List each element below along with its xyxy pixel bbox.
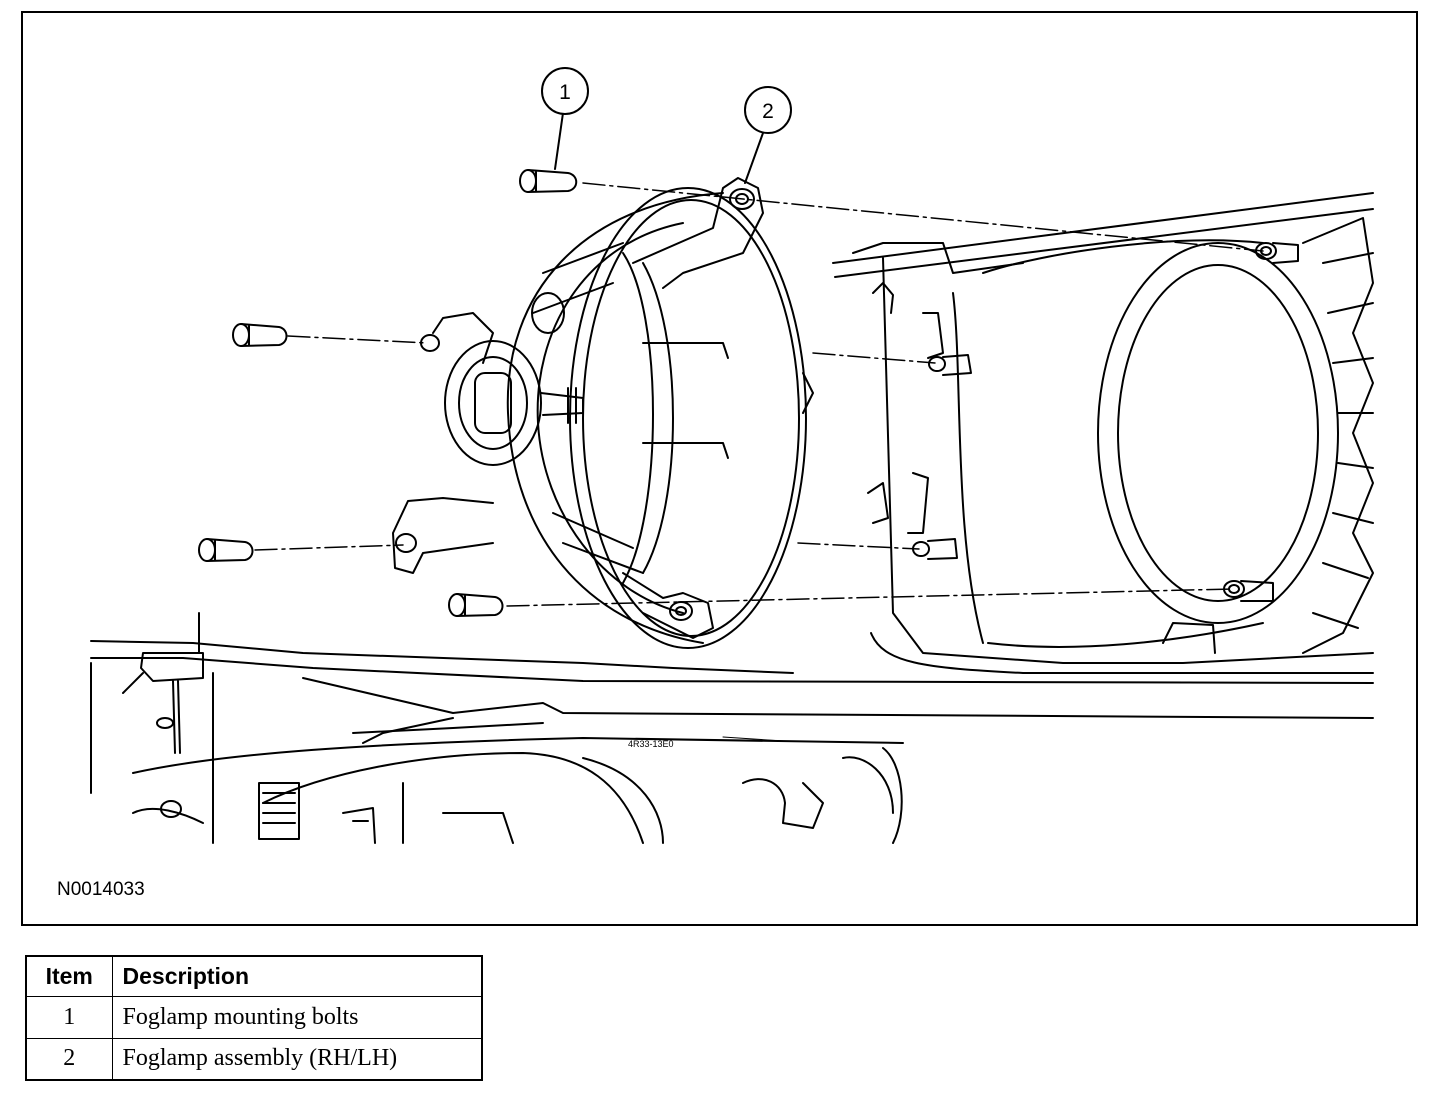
mounting-bolt-top [519,169,578,193]
callout-2-label: 2 [762,100,774,123]
callout-1: 1 [541,67,589,170]
legend-header-row: Item Description [25,955,483,997]
part-stamp: 4R33-13E0 [628,739,674,749]
mounting-bolt-lower-left [198,538,254,562]
legend-row: 2 Foglamp assembly (RH/LH) [25,1037,483,1081]
legend-item-number: 1 [25,995,113,1039]
legend-item-description: Foglamp assembly (RH/LH) [111,1037,483,1081]
legend-header-description: Description [111,955,483,997]
alignment-lines [254,182,1264,607]
legend-row: 1 Foglamp mounting bolts [25,995,483,1039]
legend-item-number: 2 [25,1037,113,1081]
mounting-bolt-upper-left [232,323,288,347]
legend-table: Item Description 1 Foglamp mounting bolt… [25,955,483,1081]
foglamp-assembly [392,177,814,649]
figure-id-label: N0014033 [57,879,145,900]
foglamp-illustration: 1 2 4R33-13E0 [90,67,1374,844]
bumper-housing [832,192,1374,674]
callout-2: 2 [744,86,792,184]
front-fascia [90,612,1374,844]
diagram-frame: 1 2 4R33-13E0 N0014033 [21,11,1418,926]
callout-1-label: 1 [559,81,571,104]
mounting-bolt-bottom [448,593,504,617]
legend-header-item: Item [25,955,113,997]
legend-item-description: Foglamp mounting bolts [111,995,483,1039]
